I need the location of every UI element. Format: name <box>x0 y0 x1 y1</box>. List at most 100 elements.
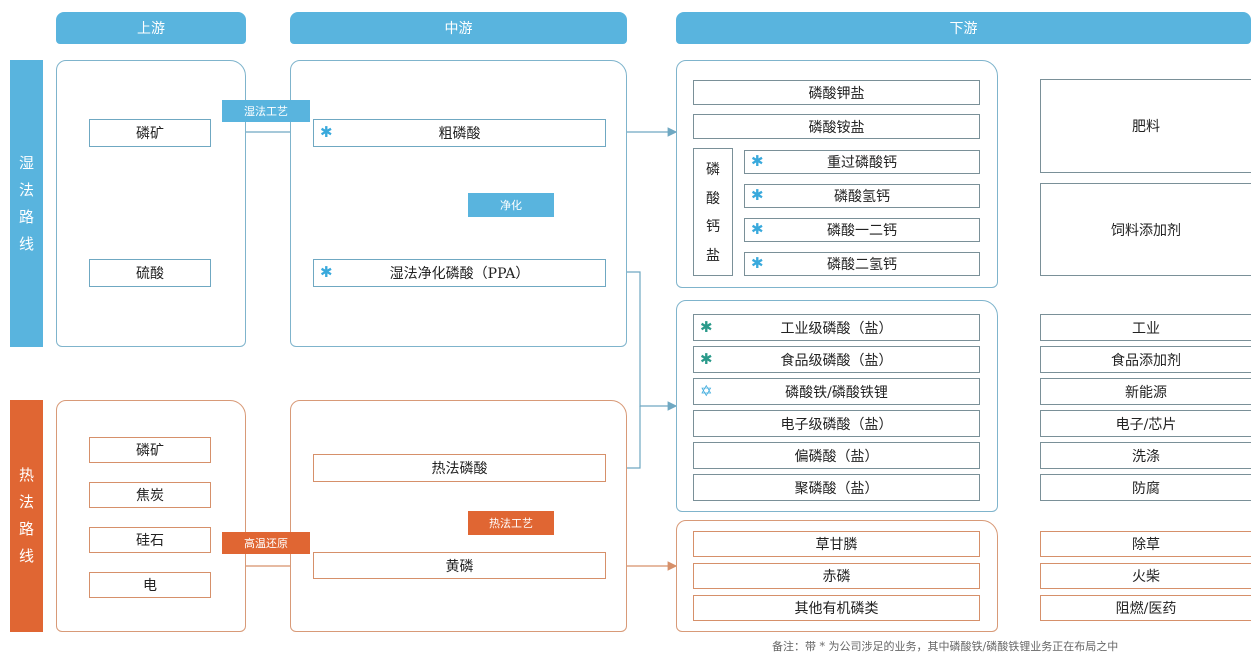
calcium-salt-group-label: 磷 酸 钙 盐 <box>693 148 733 276</box>
hollow-star-icon: ✡ <box>700 381 713 400</box>
use-label: 洗涤 <box>1132 448 1160 465</box>
star-icon: ✱ <box>751 151 764 170</box>
header-upstream: 上游 <box>56 12 246 44</box>
product-label: 偏磷酸（盐） <box>794 448 879 465</box>
star-icon: ✱ <box>751 219 764 238</box>
use-box: 食品添加剂 <box>1040 346 1251 373</box>
product-box: 其他有机磷类 <box>693 595 980 621</box>
product-label: 聚磷酸（盐） <box>794 480 879 497</box>
reduction-tag: 高温还原 <box>222 532 310 554</box>
product-label: 草甘膦 <box>815 537 858 553</box>
calcium-product-box: ✱ 重过磷酸钙 <box>744 150 980 174</box>
raw-material-box: 磷矿 <box>89 119 211 147</box>
star-icon: ✱ <box>700 349 713 368</box>
use-label: 阻燃/医药 <box>1115 601 1177 617</box>
calcium-product-box: ✱ 磷酸氢钙 <box>744 184 980 208</box>
route-char: 法 <box>18 493 34 511</box>
use-label: 肥料 <box>1132 119 1160 135</box>
thermal-acid-label: 热法磷酸 <box>431 461 488 477</box>
route-char: 路 <box>18 520 34 538</box>
route-char: 湿 <box>18 153 34 172</box>
product-box: 聚磷酸（盐） <box>693 474 980 501</box>
use-label: 饲料添加剂 <box>1111 222 1181 239</box>
group-char: 钙 <box>706 219 720 236</box>
product-box: 磷酸铵盐 <box>693 114 980 139</box>
product-box: 草甘膦 <box>693 531 980 557</box>
crude-acid-label: 粗磷酸 <box>438 126 481 142</box>
raw-material-label: 硅石 <box>136 533 164 549</box>
footnote: 备注：带 * 为公司涉足的业务，其中磷酸铁/磷酸铁锂业务正在布局之中 <box>772 640 1119 653</box>
crude-acid-box: ✱ 粗磷酸 <box>313 119 606 147</box>
product-box: 电子级磷酸（盐） <box>693 410 980 437</box>
route-char: 热 <box>18 466 34 484</box>
yellow-phosphorus-label: 黄磷 <box>445 558 474 575</box>
group-char: 盐 <box>706 247 720 264</box>
use-box: 饲料添加剂 <box>1040 183 1251 276</box>
group-char: 酸 <box>706 190 720 207</box>
raw-material-label: 磷矿 <box>136 443 164 459</box>
product-box: ✡ 磷酸铁/磷酸铁锂 <box>693 378 980 405</box>
product-label: 重过磷酸钙 <box>827 155 897 171</box>
product-label: 赤磷 <box>822 569 851 585</box>
route-char: 线 <box>18 234 34 253</box>
use-label: 防腐 <box>1132 480 1160 497</box>
header-midstream: 中游 <box>290 12 627 44</box>
purify-tag: 净化 <box>468 193 554 217</box>
product-label: 食品级磷酸（盐） <box>780 352 893 369</box>
header-downstream: 下游 <box>676 12 1251 44</box>
product-box: 磷酸钾盐 <box>693 80 980 105</box>
use-box: 除草 <box>1040 531 1251 557</box>
product-label: 磷酸铵盐 <box>808 119 865 136</box>
use-label: 食品添加剂 <box>1111 352 1181 369</box>
raw-material-label: 焦炭 <box>136 488 164 504</box>
wet-process-label: 湿法工艺 <box>244 105 288 118</box>
use-box: 肥料 <box>1040 79 1251 173</box>
product-label: 磷酸一二钙 <box>827 223 897 239</box>
star-icon: ✱ <box>751 185 764 204</box>
use-label: 新能源 <box>1125 384 1167 401</box>
raw-material-box: 电 <box>89 572 211 598</box>
use-label: 除草 <box>1132 537 1160 553</box>
reduction-label: 高温还原 <box>244 537 288 550</box>
raw-material-label: 电 <box>143 578 157 594</box>
star-icon: ✱ <box>700 317 713 336</box>
wet-midstream-panel <box>290 60 627 347</box>
wet-process-tag: 湿法工艺 <box>222 100 310 122</box>
group-char: 磷 <box>706 162 720 179</box>
calcium-product-box: ✱ 磷酸一二钙 <box>744 218 980 242</box>
use-box: 洗涤 <box>1040 442 1251 469</box>
product-label: 磷酸氢钙 <box>834 189 890 205</box>
purify-label: 净化 <box>500 199 522 212</box>
header-label: 下游 <box>949 21 978 37</box>
header-label: 中游 <box>444 21 473 37</box>
raw-material-box: 硅石 <box>89 527 211 553</box>
wet-upstream-panel <box>56 60 246 347</box>
use-label: 电子/芯片 <box>1115 416 1177 433</box>
product-box: 偏磷酸（盐） <box>693 442 980 469</box>
raw-material-box: 焦炭 <box>89 482 211 508</box>
product-box: ✱ 食品级磷酸（盐） <box>693 346 980 373</box>
thermal-acid-box: 热法磷酸 <box>313 454 606 482</box>
calcium-product-box: ✱磷酸二氢钙 <box>744 252 980 276</box>
route-char: 线 <box>18 547 34 565</box>
product-label: 工业级磷酸（盐） <box>780 320 893 337</box>
ppa-label: 湿法净化磷酸（PPA） <box>389 266 530 282</box>
raw-material-box: 磷矿 <box>89 437 211 463</box>
ppa-box: ✱ 湿法净化磷酸（PPA） <box>313 259 606 287</box>
product-label: 电子级磷酸（盐） <box>780 416 893 433</box>
thermal-process-tag: 热法工艺 <box>468 511 554 535</box>
star-icon: ✱ <box>320 262 333 281</box>
star-icon: ✱ <box>320 122 333 141</box>
product-label: 磷酸铁/磷酸铁锂 <box>785 384 888 401</box>
route-char: 法 <box>18 180 34 199</box>
use-box: 防腐 <box>1040 474 1251 501</box>
thermal-midstream-panel <box>290 400 627 632</box>
star-icon: ✱ <box>751 253 764 272</box>
route-thermal-label: 热 法 路 线 <box>10 400 43 632</box>
product-label: 其他有机磷类 <box>794 601 879 617</box>
route-char: 路 <box>18 207 34 226</box>
use-box: 新能源 <box>1040 378 1251 405</box>
header-label: 上游 <box>137 21 165 37</box>
raw-material-label: 硫酸 <box>136 266 164 282</box>
product-box: ✱ 工业级磷酸（盐） <box>693 314 980 341</box>
